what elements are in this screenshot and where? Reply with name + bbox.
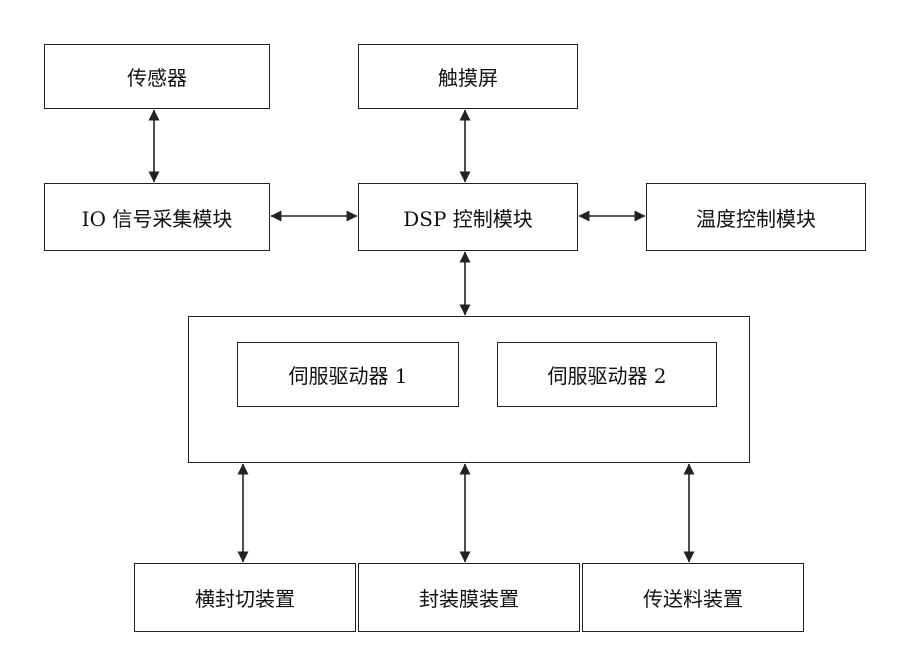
dsp-module-label: DSP 控制模块: [403, 206, 533, 231]
cross-seal-label: 横封切装置: [195, 587, 295, 611]
servo1-box: 伺服驱动器 1: [237, 342, 459, 407]
io-module-box: IO 信号采集模块: [44, 183, 270, 251]
temp-module-label: 温度控制模块: [696, 206, 816, 231]
touchscreen-box: 触摸屏: [358, 44, 578, 109]
feed-device-box: 传送料装置: [582, 563, 804, 632]
sensor-box: 传感器: [44, 44, 270, 109]
feed-device-label: 传送料装置: [643, 587, 743, 611]
film-device-label: 封装膜装置: [419, 587, 519, 611]
sensor-label: 传感器: [127, 66, 187, 90]
cross-seal-box: 横封切装置: [134, 563, 356, 632]
servo2-box: 伺服驱动器 2: [497, 342, 717, 407]
temp-module-box: 温度控制模块: [646, 183, 866, 251]
servo2-label: 伺服驱动器 2: [547, 364, 667, 388]
dsp-module-box: DSP 控制模块: [358, 183, 578, 251]
film-device-box: 封装膜装置: [358, 563, 580, 632]
servo1-label: 伺服驱动器 1: [288, 364, 408, 388]
touchscreen-label: 触摸屏: [438, 66, 498, 90]
io-module-label: IO 信号采集模块: [81, 206, 233, 231]
